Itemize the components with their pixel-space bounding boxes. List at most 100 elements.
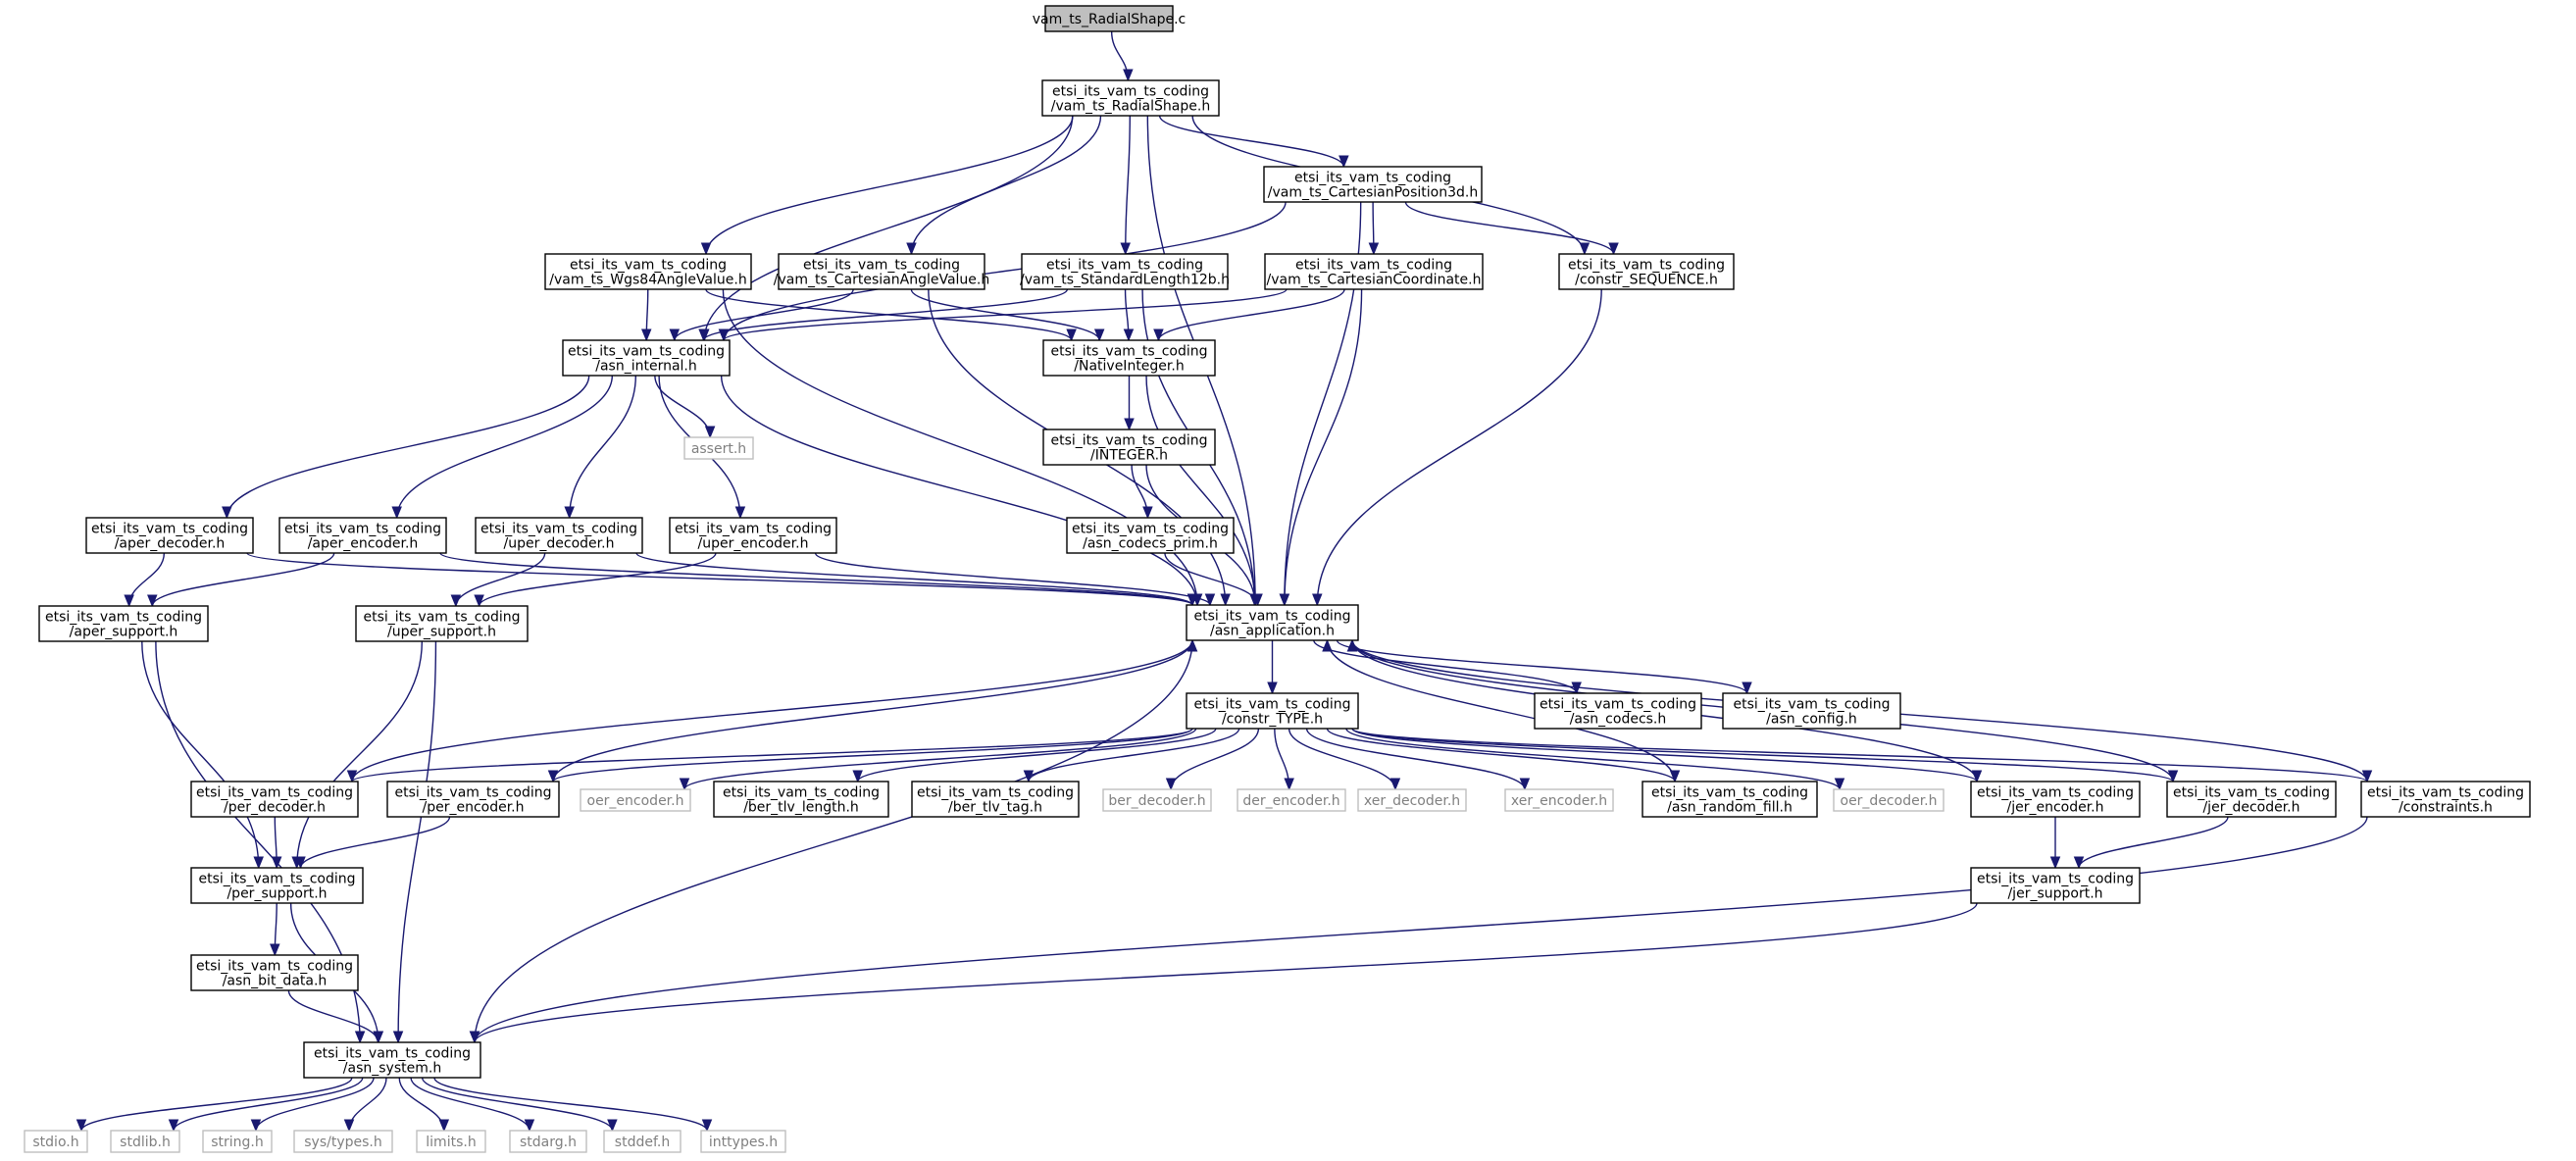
node-label: /aper_decoder.h [115,536,226,552]
node-n6[interactable]: etsi_its_vam_ts_coding/vam_ts_CartesianC… [1264,253,1484,290]
arrowhead-n3-n8 [640,328,652,342]
node-n35[interactable]: etsi_its_vam_ts_coding/jer_decoder.h [2166,781,2337,818]
node-label: etsi_its_vam_ts_coding [1193,609,1350,625]
edge-n38-n40 [474,902,1978,1043]
edge-n1-n4 [910,115,1102,255]
node-n15[interactable]: etsi_its_vam_ts_coding/uper_encoder.h [669,517,837,554]
arrowhead-n4-n19 [1220,593,1231,607]
arrowhead-n20-n27 [1023,770,1035,783]
edge-n8-n13 [395,375,614,519]
edge-n20-n35 [1351,728,2174,782]
node-n23[interactable]: etsi_its_vam_ts_coding/per_decoder.h [190,781,359,818]
arrowhead-n40-n41 [76,1119,87,1133]
node-box [1722,692,1901,730]
edge-n6-n9 [1157,288,1345,341]
node-n17[interactable]: etsi_its_vam_ts_coding/aper_support.h [38,605,209,642]
node-n24[interactable]: etsi_its_vam_ts_coding/per_encoder.h [386,781,560,818]
node-n20[interactable]: etsi_its_vam_ts_coding/constr_TYPE.h [1186,692,1359,730]
node-n26[interactable]: etsi_its_vam_ts_coding/ber_tlv_length.h [713,781,889,818]
node-n43: string.h [202,1130,273,1153]
arrowhead-n19-n20 [1267,681,1278,695]
node-box [562,339,731,377]
node-label: /asn_codecs.h [1570,712,1667,728]
node-n3[interactable]: etsi_its_vam_ts_coding/vam_ts_Wgs84Angle… [544,253,752,290]
edge-n40-n45 [398,1077,445,1132]
node-n27[interactable]: etsi_its_vam_ts_coding/ber_tlv_tag.h [911,781,1080,818]
node-box [1264,253,1484,290]
edge-n20-n24 [552,728,1193,782]
node-n13[interactable]: etsi_its_vam_ts_coding/aper_encoder.h [278,517,447,554]
node-box [1044,5,1174,32]
edge-n8-n19 [720,375,1198,606]
node-n39[interactable]: etsi_its_vam_ts_coding/asn_bit_data.h [190,954,359,991]
node-n21[interactable]: etsi_its_vam_ts_coding/asn_codecs.h [1534,692,1702,730]
node-n22[interactable]: etsi_its_vam_ts_coding/asn_config.h [1722,692,1901,730]
node-n37[interactable]: etsi_its_vam_ts_coding/per_support.h [190,867,364,904]
node-label: etsi_its_vam_ts_coding [1651,785,1808,801]
arrowhead-n0-n1 [1123,69,1134,82]
node-n8[interactable]: etsi_its_vam_ts_coding/asn_internal.h [562,339,731,377]
arrowhead-n37-n39 [270,943,280,957]
node-label: ber_decoder.h [1108,793,1205,809]
arrowhead-n18-n40 [392,1031,404,1044]
arrowhead-n3-n9 [1066,328,1077,342]
node-label: der_encoder.h [1242,793,1339,809]
node-label: stdarg.h [520,1135,577,1150]
node-n16[interactable]: etsi_its_vam_ts_coding/asn_codecs_prim.h [1066,517,1235,554]
node-box [1970,781,2141,818]
node-n5[interactable]: etsi_its_vam_ts_coding/vam_ts_StandardLe… [1020,253,1230,290]
node-label: /vam_ts_Wgs84AngleValue.h [549,273,746,288]
node-n46: stdarg.h [509,1130,587,1153]
node-n14[interactable]: etsi_its_vam_ts_coding/uper_decoder.h [475,517,643,554]
node-n19[interactable]: etsi_its_vam_ts_coding/asn_application.h [1186,604,1359,641]
node-n40[interactable]: etsi_its_vam_ts_coding/asn_system.h [303,1041,481,1079]
node-label: /per_support.h [227,886,327,902]
edge-n13-n19 [439,552,1193,606]
arrowhead-n40-n46 [524,1119,535,1133]
node-label: etsi_its_vam_ts_coding [803,258,960,274]
node-n18[interactable]: etsi_its_vam_ts_coding/uper_support.h [355,605,529,642]
node-box [1186,692,1359,730]
node-n12[interactable]: etsi_its_vam_ts_coding/aper_decoder.h [85,517,254,554]
arrowhead-n11-n16 [1142,506,1153,520]
node-label: /asn_random_fill.h [1667,800,1793,816]
arrowhead-n20-n26 [852,770,863,783]
node-n38[interactable]: etsi_its_vam_ts_coding/jer_support.h [1970,867,2141,904]
edge-n1-n8 [703,115,1074,341]
edge-n14-n19 [635,552,1193,606]
node-n9[interactable]: etsi_its_vam_ts_coding/NativeInteger.h [1042,339,1216,377]
node-n2[interactable]: etsi_its_vam_ts_coding/vam_ts_CartesianP… [1263,166,1483,203]
edge-n40-n42 [173,1077,364,1132]
node-label: xer_encoder.h [1511,793,1607,809]
node-label: /constraints.h [2399,800,2493,816]
node-n48: inttypes.h [700,1130,786,1153]
node-n7[interactable]: etsi_its_vam_ts_coding/constr_SEQUENCE.h [1558,253,1735,290]
edge-n4-n8 [674,288,854,341]
node-label: /asn_bit_data.h [223,974,328,989]
arrowhead-n8-n14 [564,506,575,520]
node-n32[interactable]: etsi_its_vam_ts_coding/asn_random_fill.h [1642,781,1818,818]
node-n33: oer_decoder.h [1833,788,1945,812]
node-label: /vam_ts_RadialShape.h [1051,99,1210,115]
arrowhead-n38-n40 [469,1031,480,1044]
arrowhead-n36-n19 [1346,638,1358,652]
edge-n6-n8 [723,288,1288,341]
arrowhead-n39-n40 [373,1031,383,1044]
edge-n1-n2 [1158,115,1345,168]
node-n11[interactable]: etsi_its_vam_ts_coding/INTEGER.h [1042,429,1216,466]
node-box [2166,781,2337,818]
arrowhead-n17-n37 [253,856,264,870]
node-label: etsi_its_vam_ts_coding [917,785,1074,801]
node-n4[interactable]: etsi_its_vam_ts_coding/vam_ts_CartesianA… [774,253,989,290]
node-n0[interactable]: vam_ts_RadialShape.c [1033,5,1187,32]
arrowhead-n20-n28 [1165,778,1177,791]
node-n1[interactable]: etsi_its_vam_ts_coding/vam_ts_RadialShap… [1041,79,1220,117]
node-n34[interactable]: etsi_its_vam_ts_coding/jer_encoder.h [1970,781,2141,818]
node-label: etsi_its_vam_ts_coding [723,785,880,801]
edge-n40-n47 [421,1077,614,1132]
arrowhead-n1-n4 [906,242,917,256]
node-box [1041,79,1220,117]
node-n36[interactable]: etsi_its_vam_ts_coding/constraints.h [2360,781,2531,818]
arrowhead-n16-n19 [1252,593,1263,607]
node-label: etsi_its_vam_ts_coding [2367,785,2524,801]
